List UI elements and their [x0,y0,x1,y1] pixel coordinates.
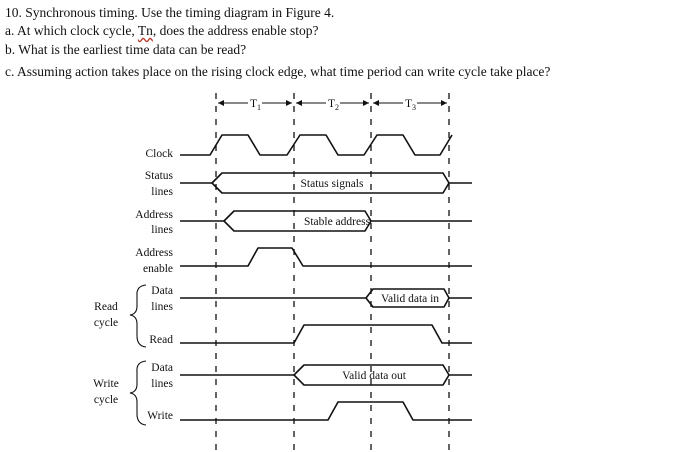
label-status-2: lines [151,186,173,198]
question-a-tn: Tn [137,23,153,38]
group-labels: Read cycle Write cycle [93,301,119,406]
label-address-1: Address [135,209,173,221]
group-read-2: cycle [94,317,118,329]
label-write: Write [147,410,173,422]
bus-label-data-in: Valid data in [381,293,439,305]
signal-labels: Clock Status lines Address lines Address… [135,148,173,422]
question-10-title: 10. Synchronous timing. Use the timing d… [5,5,335,20]
bus-label-data-out: Valid data out [342,370,407,382]
question-c: c. Assuming action takes place on the ri… [5,64,551,79]
label-status-1: Status [145,170,174,182]
write-data-bus-shape [293,364,450,386]
write-waveform [180,401,472,421]
question-b: b. What is the earliest time data can be… [5,42,247,57]
label-write-data-2: lines [151,378,173,390]
label-addr-enable-2: enable [143,263,173,275]
bus-labels: Status signals Stable address Valid data… [301,178,440,382]
bus-label-address: Stable address [304,216,371,228]
read-brace [129,284,147,348]
read-data-bus-shape [365,288,450,308]
period-label-t3: T3 [405,98,416,112]
read-waveform [180,324,472,344]
bus-label-status: Status signals [301,178,364,190]
period-label-t2: T2 [328,98,339,112]
address-enable-waveform [180,247,472,267]
question-a-prefix: a. At which clock cycle, [5,23,138,38]
group-write-1: Write [93,378,119,390]
question-a-suffix: , does the address enable stop? [152,23,319,38]
label-address-2: lines [151,224,173,236]
status-bus-shape [211,172,450,194]
group-read-1: Read [94,301,118,313]
label-read: Read [149,334,173,346]
label-read-data-2: lines [151,301,173,313]
braces [129,284,147,426]
label-write-data-1: Data [151,362,173,374]
label-clock: Clock [146,148,174,160]
label-read-data-1: Data [151,285,173,297]
question-a: a. At which clock cycle, Tn, does the ad… [5,23,319,39]
waveforms [180,134,472,421]
period-label-t1: T1 [250,98,261,112]
label-addr-enable-1: Address [135,247,173,259]
write-brace [129,360,147,426]
clock-waveform [180,134,453,156]
group-write-2: cycle [94,394,118,406]
address-bus-shape [223,210,372,232]
